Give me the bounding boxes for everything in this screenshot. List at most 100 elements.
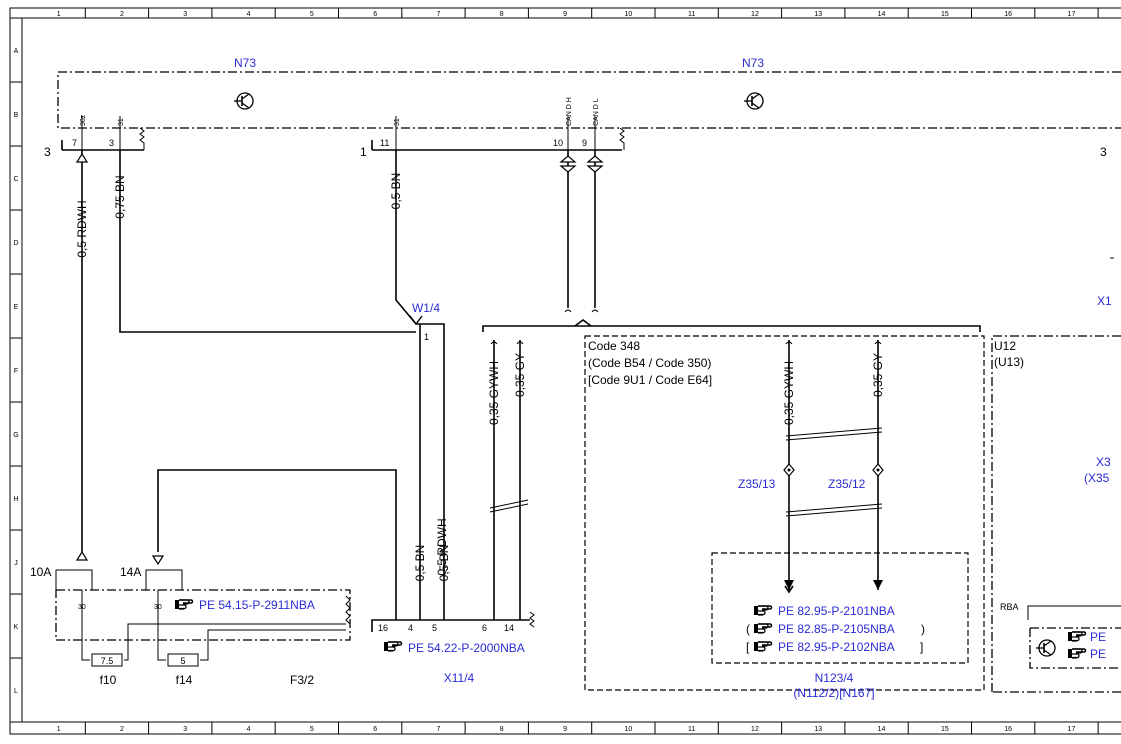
ref-link: PE 54.15-P-2911NBA bbox=[199, 598, 315, 612]
grid-column-label: 16 bbox=[1004, 11, 1012, 18]
grid-column-label: 10 bbox=[624, 726, 632, 733]
grid-column-label: 6 bbox=[373, 11, 377, 18]
can-wires-left: 0,35 GYWH 0,35 GY bbox=[487, 340, 529, 620]
pin: 6 bbox=[482, 623, 487, 633]
code-line: (Code B54 / Code 350) bbox=[588, 356, 711, 370]
transistor-icon bbox=[743, 92, 764, 110]
pin-10: 10 bbox=[553, 138, 563, 148]
x1-label: X1 bbox=[1097, 294, 1112, 308]
grid-row-label: G bbox=[13, 432, 18, 439]
grid-column-label: 9 bbox=[563, 726, 567, 733]
grid-column-label: 2 bbox=[120, 726, 124, 733]
ref-link: PE 82.95-P-2102NBA bbox=[778, 640, 895, 654]
z35-13-label: Z35/13 bbox=[738, 477, 776, 491]
grid-column-label: 11 bbox=[688, 11, 695, 18]
u12-label: U12 bbox=[994, 339, 1016, 353]
bracket: ) bbox=[921, 622, 925, 636]
w1-4-pin: 1 bbox=[424, 332, 429, 342]
grid-row-label: E bbox=[14, 304, 19, 311]
pin: 4 bbox=[408, 623, 413, 633]
ref-link: PE bbox=[1090, 630, 1106, 644]
grid-column-label: 13 bbox=[814, 726, 822, 733]
pointing-hand-icon bbox=[383, 641, 403, 652]
grid-row-label: A bbox=[14, 48, 19, 55]
code-option-box: Code 348 (Code B54 / Code 350) [Code 9U1… bbox=[584, 335, 985, 700]
wire-label: 0,5 BN bbox=[413, 545, 427, 582]
grid-column-label: 17 bbox=[1068, 11, 1076, 18]
grid-column-label: 7 bbox=[436, 11, 440, 18]
pin-31: 31 bbox=[118, 118, 125, 126]
pointing-hand-icon bbox=[753, 605, 773, 616]
grid-column-label: 16 bbox=[1004, 726, 1012, 733]
u13-label: (U13) bbox=[994, 355, 1024, 369]
ref-link: PE 82.85-P-2105NBA bbox=[778, 622, 895, 636]
grid-row-label: F bbox=[14, 368, 18, 375]
fuse-amp: 10A bbox=[30, 565, 51, 579]
pin-30z: 30z bbox=[80, 114, 87, 126]
grid-column-label: 3 bbox=[183, 726, 187, 733]
pointing-hand-icon bbox=[753, 623, 773, 634]
grid-column-label: 3 bbox=[183, 11, 187, 18]
grid-column-label: 14 bbox=[878, 726, 886, 733]
right-partial: U12 (U13) X1 X3 (X35 RBA PE PE bbox=[991, 257, 1121, 693]
wire-label: 0,5 BN bbox=[389, 173, 403, 210]
grid-column-label: 1 bbox=[57, 11, 61, 18]
wire-label: 0,35 GY bbox=[513, 353, 527, 397]
f3-2-label: F3/2 bbox=[290, 673, 314, 687]
pointing-hand-icon bbox=[753, 641, 773, 652]
rba-label: RBA bbox=[1000, 602, 1019, 612]
grid-column-label: 7 bbox=[436, 726, 440, 733]
n123-4-alt-label: (N112/2)[N167] bbox=[793, 686, 874, 700]
n73-left-label: N73 bbox=[234, 56, 256, 70]
transistor-icon bbox=[233, 92, 254, 110]
transistor-icon bbox=[1035, 639, 1056, 657]
wire-label: 0,5 RDWH bbox=[435, 518, 449, 575]
wire-label: 0,5 BN bbox=[437, 545, 451, 582]
grid-column-label: 9 bbox=[563, 11, 567, 18]
n73-right-label: N73 bbox=[742, 56, 764, 70]
ref-link: PE 54.22-P-2000NBA bbox=[408, 641, 525, 655]
grid-column-label: 14 bbox=[878, 11, 886, 18]
grid-column-label: 4 bbox=[247, 726, 251, 733]
pointing-hand-icon bbox=[174, 599, 194, 610]
grid-row-label: J bbox=[14, 560, 18, 567]
pin-31: 31 bbox=[394, 118, 401, 126]
fuse-f10-label: f10 bbox=[100, 673, 117, 687]
grid-column-label: 15 bbox=[941, 11, 949, 18]
code-line: [Code 9U1 / Code E64] bbox=[588, 373, 712, 387]
connector-x11-4: 0,5 RDWH 0,5 BN 0,5 BN 16 4 5 6 14 PE 54… bbox=[371, 518, 535, 685]
ref-link: PE bbox=[1090, 647, 1106, 661]
grid-column-label: 15 bbox=[941, 726, 949, 733]
edge-marker: 3 bbox=[1100, 145, 1107, 159]
wires-upper: 0,5 RDWH 0,75 BN 0,5 BN W1/4 1 bbox=[75, 150, 981, 620]
grid-column-label: 8 bbox=[500, 726, 504, 733]
pin-9: 9 bbox=[582, 138, 587, 148]
fuse-f14-label: f14 bbox=[176, 673, 193, 687]
grid-column-label: 10 bbox=[624, 11, 632, 18]
fuse-value: 7.5 bbox=[101, 656, 114, 666]
grid-row-label: B bbox=[14, 112, 19, 119]
fuse-box-f3-2: 10A 14A 30 30 7.5 5 PE 54.15-P-2911NBA f… bbox=[30, 469, 397, 687]
grid-column-label: 2 bbox=[120, 11, 124, 18]
w1-4-label: W1/4 bbox=[412, 301, 440, 315]
pointing-hand-icon bbox=[1067, 631, 1087, 642]
wire-label: 0,35 GYWH bbox=[782, 361, 796, 425]
bracket: ( bbox=[746, 622, 750, 636]
pin-can-h: CAN D H bbox=[566, 97, 573, 126]
pin-11: 11 bbox=[380, 138, 389, 148]
grid-column-label: 5 bbox=[310, 726, 314, 733]
pin: 5 bbox=[432, 623, 437, 633]
code-line: Code 348 bbox=[588, 339, 640, 353]
grid-column-label: 13 bbox=[814, 11, 822, 18]
bracket: [ bbox=[746, 640, 750, 654]
pin-7: 7 bbox=[72, 138, 77, 148]
n73-control-unit: N73 N73 30z 31 31 CAN D H CAN D L 7 3 11… bbox=[44, 56, 1121, 159]
pin-3: 3 bbox=[109, 138, 114, 148]
grid-column-label: 6 bbox=[373, 726, 377, 733]
pin: 16 bbox=[378, 623, 388, 633]
grid-column-label: 4 bbox=[247, 11, 251, 18]
splice-icon bbox=[783, 463, 795, 477]
wire-label: 0,5 RDWH bbox=[75, 200, 89, 257]
